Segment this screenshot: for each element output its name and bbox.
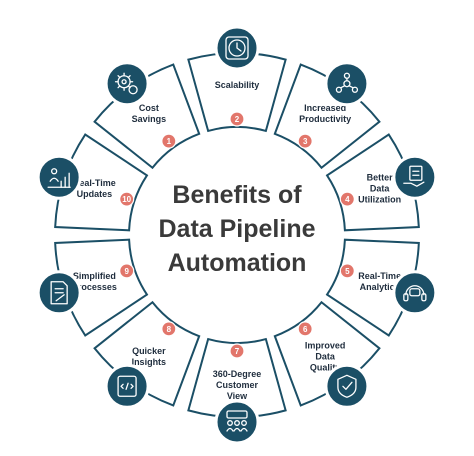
insight-code-icon bbox=[104, 363, 150, 409]
segment-label-line: Productivity bbox=[299, 114, 351, 124]
icon-glyph bbox=[117, 375, 137, 397]
gears-icon bbox=[104, 61, 150, 107]
icon-circle bbox=[214, 399, 260, 445]
segment-label-line: Real-Time bbox=[73, 178, 116, 188]
document-pen-icon bbox=[36, 270, 82, 316]
badge-3: 3 bbox=[297, 133, 313, 149]
badge-number: 1 bbox=[167, 137, 172, 146]
badge-7: 7 bbox=[229, 343, 245, 359]
title-line-3: Automation bbox=[168, 249, 307, 277]
icon-circle bbox=[392, 270, 438, 316]
badge-number: 9 bbox=[124, 267, 129, 276]
badge-number: 5 bbox=[345, 267, 350, 276]
badge-circle bbox=[161, 321, 177, 337]
badge-10: 10 bbox=[119, 191, 135, 207]
badge-number: 7 bbox=[235, 347, 240, 356]
badge-circle bbox=[229, 343, 245, 359]
segment-label-line: Increased bbox=[304, 103, 346, 113]
segment-label-line: Utilization bbox=[358, 195, 401, 205]
badge-1: 1 bbox=[161, 133, 177, 149]
badge-number: 8 bbox=[167, 325, 172, 334]
segment-label-line: Analytics bbox=[360, 282, 400, 292]
customer-group-icon bbox=[214, 399, 260, 445]
title-line-1: Benefits of bbox=[172, 181, 302, 209]
headset-chat-icon bbox=[392, 270, 438, 316]
segment-label-line: 360-Degree bbox=[213, 369, 262, 379]
badges-layer: 1 2 3 4 5 6 7 8 9 10 bbox=[119, 111, 355, 359]
segment-label-line: Scalability bbox=[215, 80, 260, 90]
icon-glyph bbox=[226, 410, 248, 432]
data-hand-icon bbox=[392, 154, 438, 200]
shield-check-icon bbox=[324, 363, 370, 409]
segment-label-line: Improved bbox=[305, 340, 346, 350]
segment-label-line: Quality bbox=[310, 362, 341, 372]
icon-circle bbox=[36, 154, 82, 200]
segment-label-line: Updates bbox=[77, 189, 113, 199]
segment-label-line: Savings bbox=[132, 114, 167, 124]
icon-glyph bbox=[403, 285, 427, 302]
badge-6: 6 bbox=[297, 321, 313, 337]
badge-number: 6 bbox=[303, 325, 308, 334]
segment-label-line: Quicker bbox=[132, 346, 166, 356]
network-people-icon bbox=[324, 61, 370, 107]
segment-label-line: Better bbox=[367, 173, 394, 183]
badge-circle bbox=[119, 191, 135, 207]
badge-circle bbox=[297, 321, 313, 337]
badge-4: 4 bbox=[339, 191, 355, 207]
segment-label-line: Insights bbox=[132, 357, 167, 367]
segment-2-label: Scalability bbox=[215, 80, 260, 90]
badge-circle bbox=[339, 191, 355, 207]
badge-circle bbox=[297, 133, 313, 149]
icon-glyph bbox=[225, 36, 249, 60]
icon-glyph bbox=[403, 165, 425, 187]
icon-glyph bbox=[50, 281, 68, 305]
badge-circle bbox=[119, 263, 135, 279]
icon-glyph bbox=[47, 168, 71, 188]
people-chart-icon bbox=[36, 154, 82, 200]
badge-circle bbox=[229, 111, 245, 127]
badge-number: 4 bbox=[345, 195, 350, 204]
icon-glyph bbox=[337, 374, 357, 398]
badge-number: 10 bbox=[122, 195, 131, 204]
segment-label-line: Cost bbox=[139, 103, 159, 113]
icon-glyph bbox=[335, 72, 359, 93]
icon-circle bbox=[324, 363, 370, 409]
segment-label-line: Real-Time bbox=[358, 271, 401, 281]
icon-circle bbox=[324, 61, 370, 107]
icon-circle bbox=[392, 154, 438, 200]
icon-circle bbox=[104, 61, 150, 107]
segment-label-line: Simplified bbox=[73, 271, 116, 281]
badge-number: 2 bbox=[235, 115, 240, 124]
segment-label-line: Data bbox=[315, 351, 336, 361]
title-line-2: Data Pipeline bbox=[159, 215, 316, 243]
segment-label-line: Processes bbox=[72, 282, 117, 292]
segment-label-line: Data bbox=[370, 184, 391, 194]
settings-clock-icon bbox=[214, 25, 260, 71]
badge-5: 5 bbox=[339, 263, 355, 279]
center-title: Benefits of Data Pipeline Automation bbox=[159, 181, 316, 277]
badge-circle bbox=[161, 133, 177, 149]
badge-8: 8 bbox=[161, 321, 177, 337]
segment-label-line: View bbox=[227, 391, 248, 401]
icon-glyph bbox=[114, 72, 138, 95]
badge-number: 3 bbox=[303, 137, 308, 146]
icons-layer bbox=[36, 25, 438, 445]
badge-circle bbox=[339, 263, 355, 279]
segment-label-line: Customer bbox=[216, 380, 259, 390]
badge-2: 2 bbox=[229, 111, 245, 127]
badge-9: 9 bbox=[119, 263, 135, 279]
